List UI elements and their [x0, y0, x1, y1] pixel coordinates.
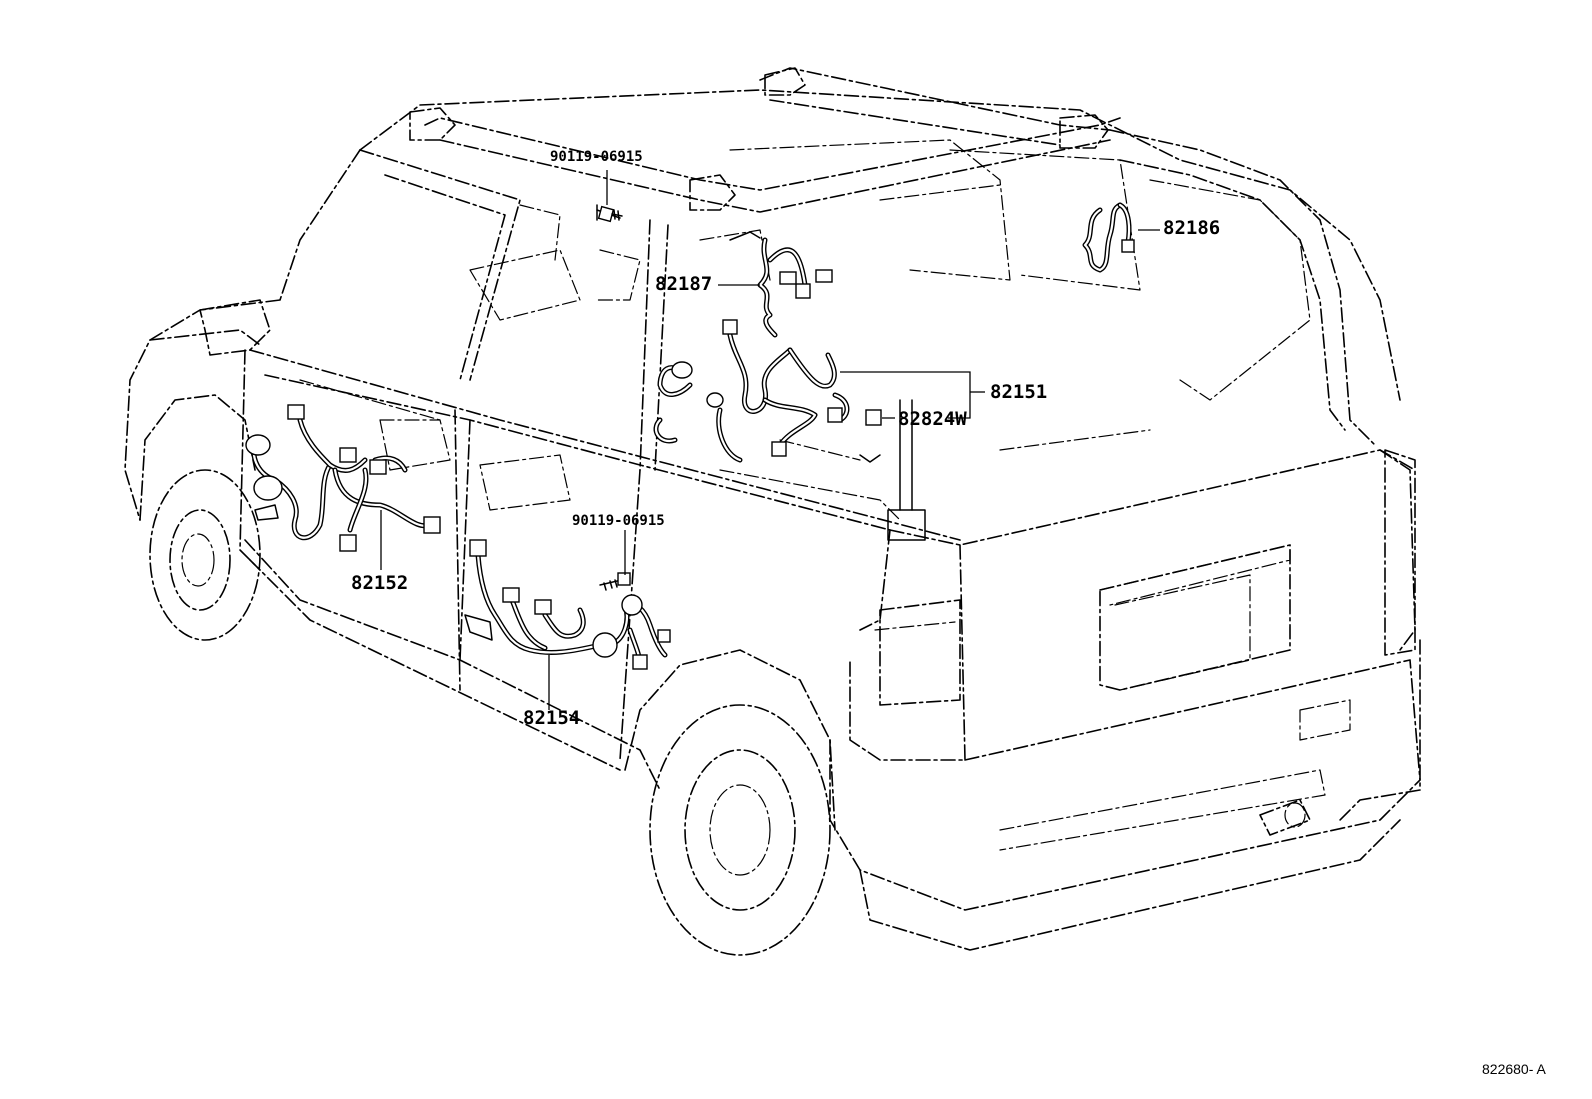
- label-82824w[interactable]: 82824W: [898, 408, 967, 430]
- label-82152[interactable]: 82152: [351, 572, 409, 594]
- harness-82151: [653, 269, 882, 463]
- label-82151[interactable]: 82151: [990, 381, 1048, 403]
- bolt-lower: [599, 572, 631, 591]
- harness-82154: [464, 539, 671, 670]
- figure-code: 822680- A: [1482, 1061, 1546, 1077]
- connector-82186: [1121, 239, 1135, 253]
- harness-82152: [245, 404, 441, 552]
- harness-82186: [1082, 202, 1135, 273]
- bolt-upper: [596, 204, 623, 223]
- harness-82187: [729, 231, 811, 338]
- leader-lines: [380, 170, 1160, 710]
- connector-82187: [795, 283, 811, 299]
- label-bolt-lower[interactable]: 90119-06915: [572, 513, 665, 529]
- label-82154[interactable]: 82154: [523, 707, 581, 729]
- label-bolt-upper[interactable]: 90119-06915: [550, 149, 643, 165]
- vehicle-body-outline: [124, 67, 1421, 956]
- label-82187[interactable]: 82187: [655, 273, 713, 295]
- label-82186[interactable]: 82186: [1163, 217, 1221, 239]
- connector-82824w: [865, 409, 882, 426]
